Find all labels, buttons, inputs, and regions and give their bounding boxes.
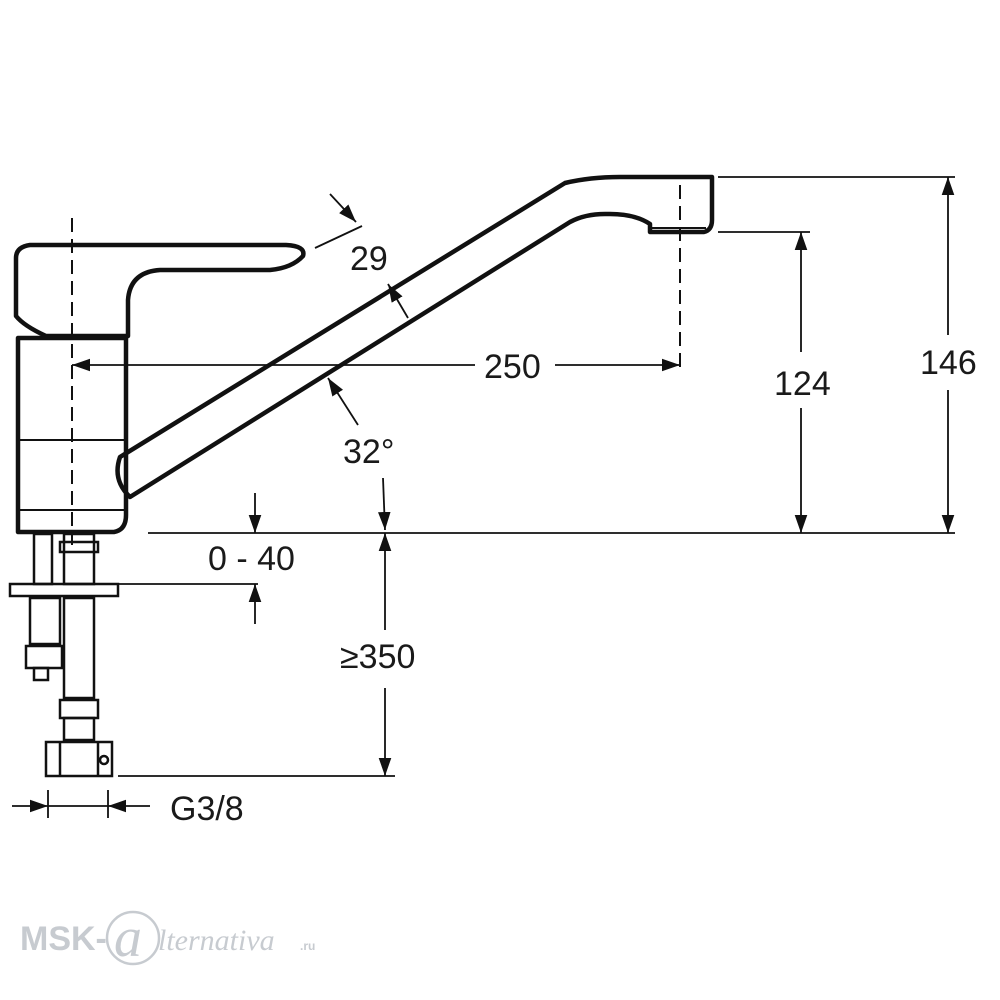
label-mounting-thickness: 0 - 40 <box>208 540 295 578</box>
label-connection-thread: G3/8 <box>170 790 244 828</box>
mounting-hardware <box>8 532 120 778</box>
svg-text:.ru: .ru <box>300 939 315 953</box>
mounting-washer <box>8 582 120 598</box>
label-total-height: 146 <box>920 344 977 382</box>
label-outlet-height: 124 <box>774 365 831 403</box>
hose-nut <box>44 740 114 778</box>
label-hose-length: ≥350 <box>340 638 415 676</box>
label-spout-thickness: 29 <box>350 240 388 278</box>
faucet-base <box>15 335 129 535</box>
dim-spout-thickness-arrow-top <box>329 193 357 223</box>
center-lines <box>71 185 681 545</box>
svg-text:lternativa: lternativa <box>158 924 275 957</box>
label-reach: 250 <box>484 348 541 386</box>
dim-angle-arrow-base <box>378 477 391 531</box>
label-spout-angle: 32° <box>343 433 394 471</box>
lever-handle <box>13 242 306 339</box>
dim-angle-arrow <box>327 377 359 426</box>
fixing-nut <box>24 644 64 670</box>
svg-text:MSK-: MSK- <box>20 920 107 958</box>
svg-text:a: a <box>114 907 142 969</box>
faucet-body <box>13 242 306 535</box>
dim-spout-thickness-arrow-bottom <box>387 283 409 319</box>
mounting-stud <box>32 532 54 586</box>
extension-lines <box>47 176 955 818</box>
spout <box>115 174 715 500</box>
dimension-lines <box>12 177 955 813</box>
watermark-logo: MSK- a lternativa .ru <box>20 907 315 969</box>
